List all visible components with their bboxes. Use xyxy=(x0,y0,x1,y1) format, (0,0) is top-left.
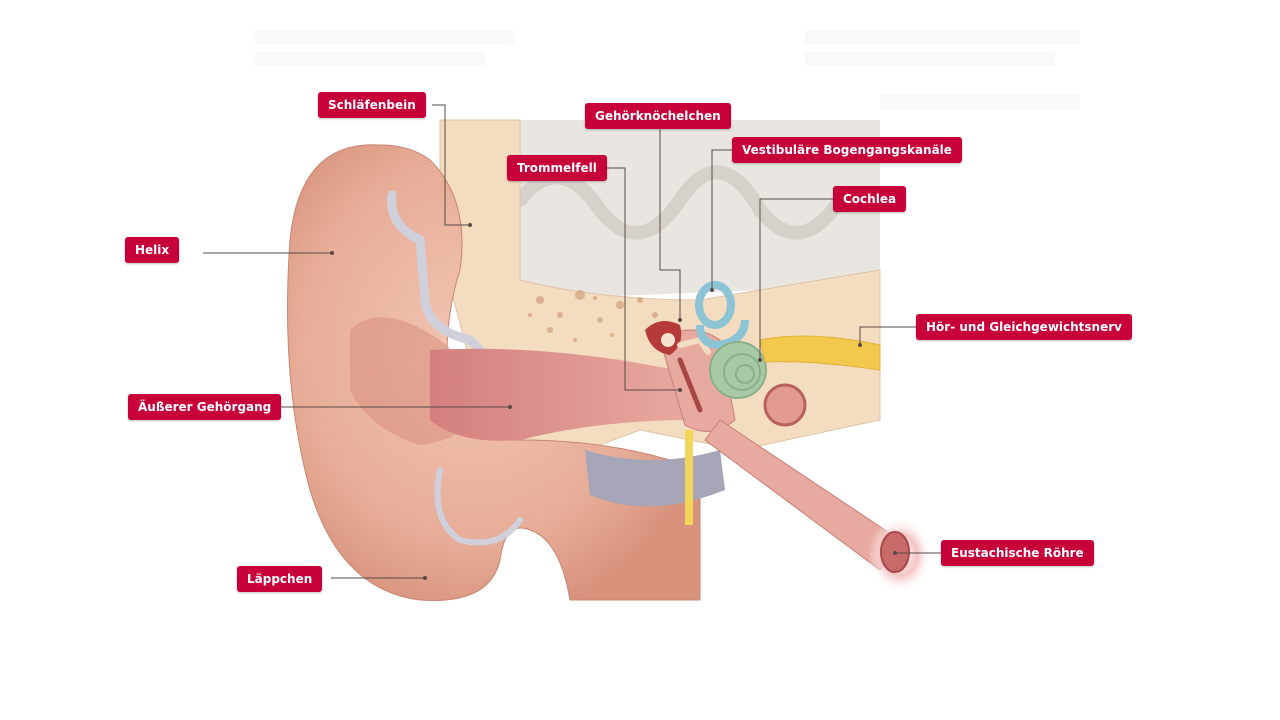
carotid-vessel xyxy=(763,383,807,427)
semicircular-canals-shape xyxy=(695,281,749,350)
label-auditory-nerve: Hör- und Gleichgewichtsnerv xyxy=(916,314,1132,340)
label-earlobe: Läppchen xyxy=(237,566,323,592)
auditory-nerve-shape xyxy=(759,335,881,371)
bone-pores xyxy=(528,290,658,342)
label-semicircular-canals: Vestibuläre Bogengangskanäle xyxy=(732,137,962,163)
label-helix: Helix xyxy=(125,237,180,263)
label-eustachian-tube: Eustachische Röhre xyxy=(941,540,1094,566)
cochlea-shape xyxy=(709,341,767,399)
label-cochlea: Cochlea xyxy=(833,186,907,212)
label-ear-canal: Äußerer Gehörgang xyxy=(128,394,282,420)
label-eardrum: Trommelfell xyxy=(507,155,607,181)
eardrum-membrane xyxy=(677,357,703,413)
faded-background-text xyxy=(255,30,1080,109)
leader-lines xyxy=(203,104,941,580)
label-ossicles: Gehörknöchelchen xyxy=(585,103,731,129)
styloid-yellow xyxy=(685,430,693,525)
brain-folds xyxy=(513,165,847,240)
ossicles-shape xyxy=(645,321,711,355)
lobe-cartilage xyxy=(434,467,523,546)
helix-rim xyxy=(387,190,485,355)
label-temporal-bone: Schläfenbein xyxy=(318,92,426,118)
